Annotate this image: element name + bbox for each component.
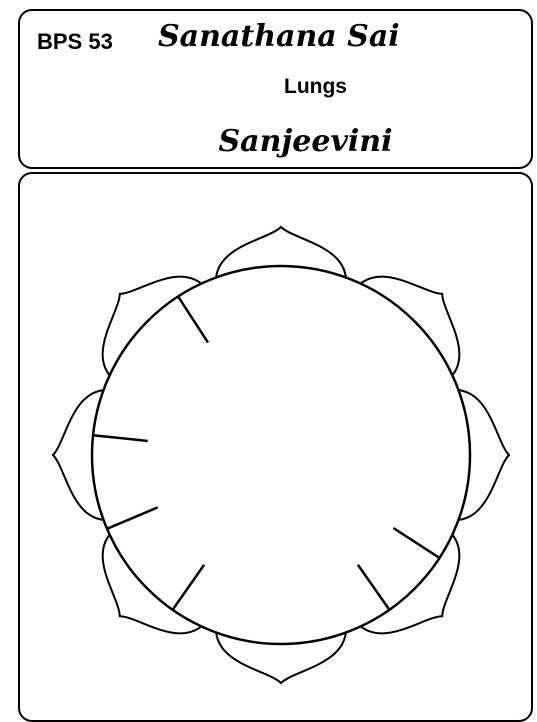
center-circle bbox=[92, 266, 470, 644]
